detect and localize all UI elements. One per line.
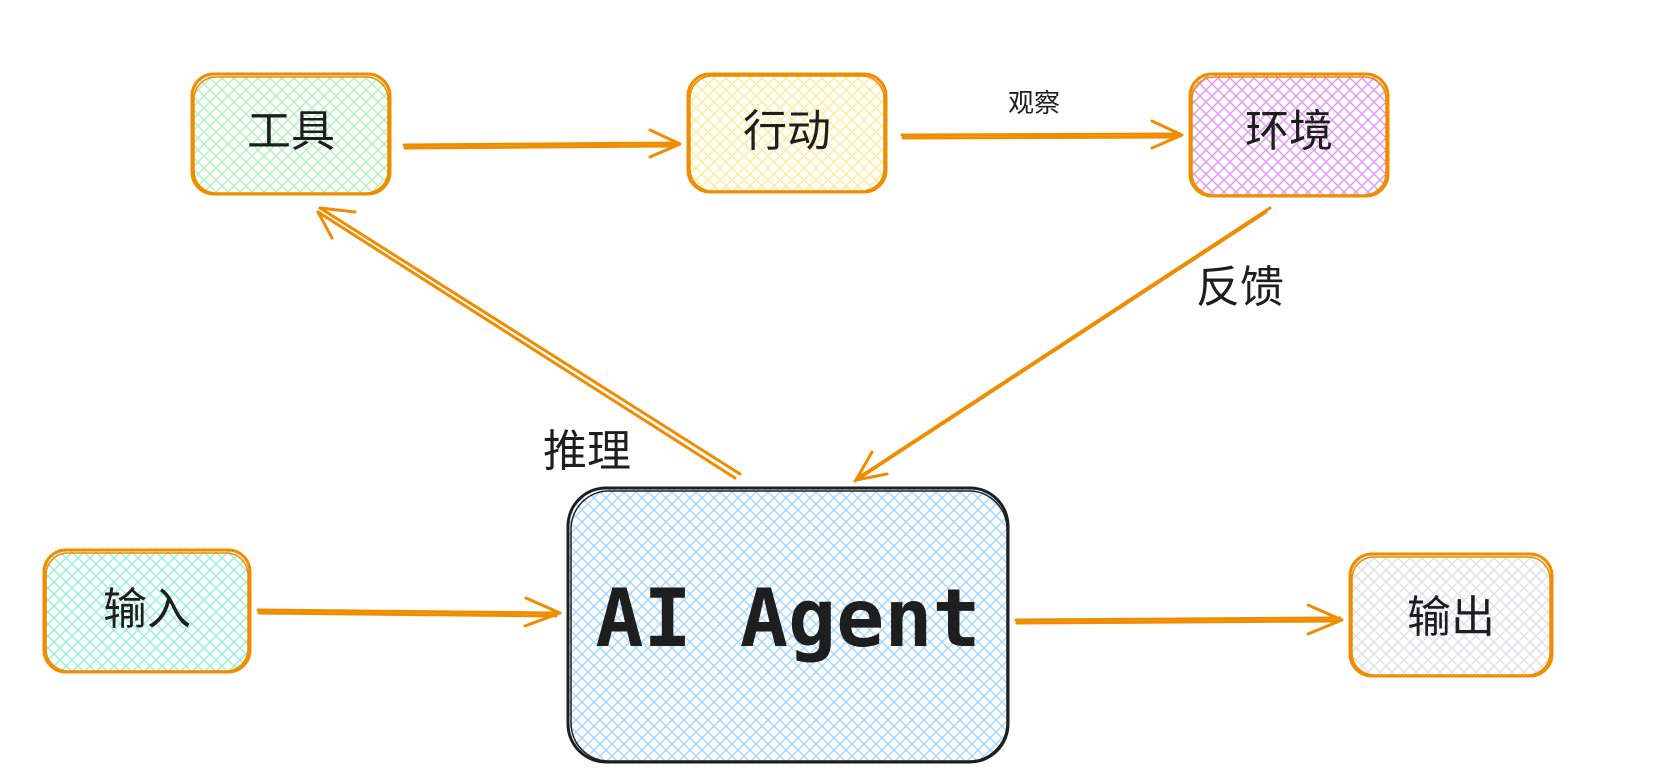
edge-label-observe: 观察 <box>1008 89 1060 119</box>
edge-label-reasoning: 推理 <box>543 426 631 477</box>
arrow-tools-to-action <box>402 128 682 159</box>
node-tools-label: 工具 <box>247 106 335 157</box>
node-environment: 环境 <box>1188 72 1390 198</box>
node-agent: AI Agent <box>566 486 1010 764</box>
arrow-agent-to-output <box>1014 603 1344 636</box>
node-environment-label: 环境 <box>1245 106 1333 157</box>
node-output: 输出 <box>1348 552 1554 678</box>
arrow-action-to-environment <box>900 119 1184 150</box>
node-tools: 工具 <box>190 72 392 196</box>
edge-label-feedback: 反馈 <box>1196 262 1284 313</box>
arrow-agent-to-tools <box>316 206 742 480</box>
node-output-label: 输出 <box>1407 592 1495 643</box>
node-input-label: 输入 <box>103 584 191 635</box>
node-input: 输入 <box>42 548 252 674</box>
node-agent-label: AI Agent <box>595 572 980 665</box>
node-action: 行动 <box>686 72 888 194</box>
node-action-label: 行动 <box>743 106 831 157</box>
arrow-input-to-agent <box>256 596 562 628</box>
arrow-environment-to-agent <box>853 206 1272 483</box>
